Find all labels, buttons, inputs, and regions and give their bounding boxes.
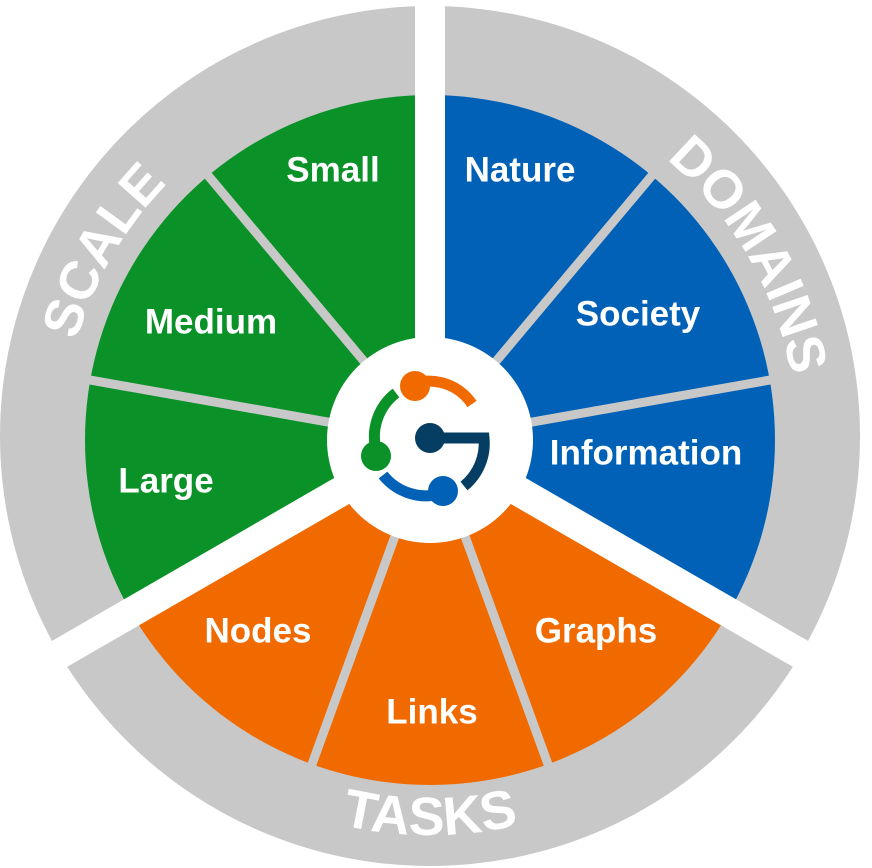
- segment-label-links: Links: [386, 692, 477, 731]
- tasks-title-text: TASKS: [339, 778, 521, 847]
- tasks-section: [131, 490, 729, 785]
- segment-label-graphs: Graphs: [535, 611, 658, 650]
- segment-label-nodes: Nodes: [205, 611, 312, 650]
- scale-separator: [87, 375, 333, 428]
- domains-section: [430, 95, 775, 613]
- segment-label-medium: Medium: [145, 302, 277, 341]
- segment-label-society: Society: [576, 294, 701, 333]
- segment-label-information: Information: [550, 433, 742, 472]
- tasks-separator: [307, 532, 401, 768]
- scale-section: [85, 95, 430, 613]
- segment-label-nature: Nature: [465, 150, 576, 189]
- tasks-ring-title: TASKS: [339, 778, 521, 847]
- graph-g-logo-icon: [361, 371, 490, 506]
- segment-label-large: Large: [118, 461, 213, 500]
- tasks-separator: [459, 532, 553, 768]
- segment-label-small: Small: [286, 150, 379, 189]
- scale-separator: [203, 171, 370, 367]
- domains-separator: [490, 171, 657, 367]
- domains-separator: [527, 375, 773, 428]
